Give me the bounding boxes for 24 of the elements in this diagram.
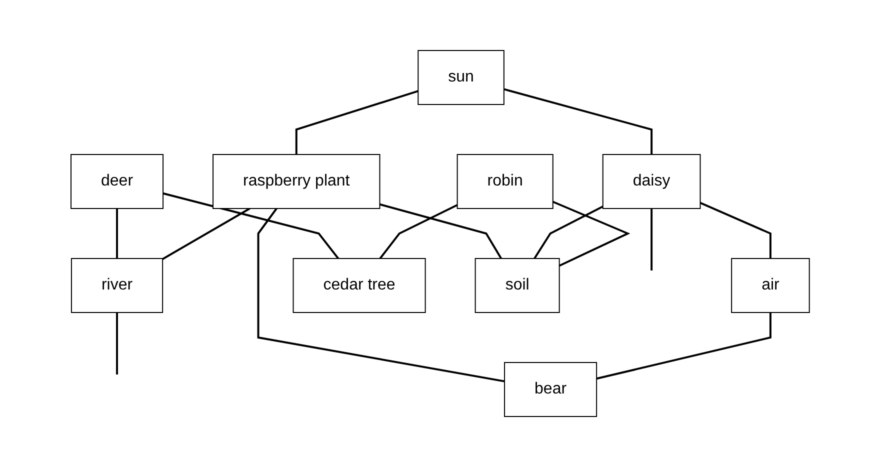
connector <box>162 208 251 260</box>
connector <box>596 312 772 380</box>
node-box: raspberry plant <box>212 154 381 209</box>
connector <box>700 202 772 258</box>
node-box: bear <box>504 362 598 417</box>
connector <box>380 203 502 260</box>
node-box: river <box>71 258 164 313</box>
connector <box>258 208 506 382</box>
node-box: sun <box>418 50 505 105</box>
connector <box>534 206 604 260</box>
connector <box>163 192 340 260</box>
node-box: cedar tree <box>293 258 426 313</box>
node-box: soil <box>475 258 560 313</box>
connector <box>380 204 458 260</box>
node-box: daisy <box>602 154 702 209</box>
node-box: deer <box>70 154 164 209</box>
node-box: robin <box>457 154 554 209</box>
connector <box>552 200 631 267</box>
connector <box>296 90 419 154</box>
connector <box>504 88 653 154</box>
node-box: air <box>731 258 810 313</box>
connector <box>650 208 653 270</box>
connector <box>116 208 118 258</box>
connector <box>116 312 118 374</box>
